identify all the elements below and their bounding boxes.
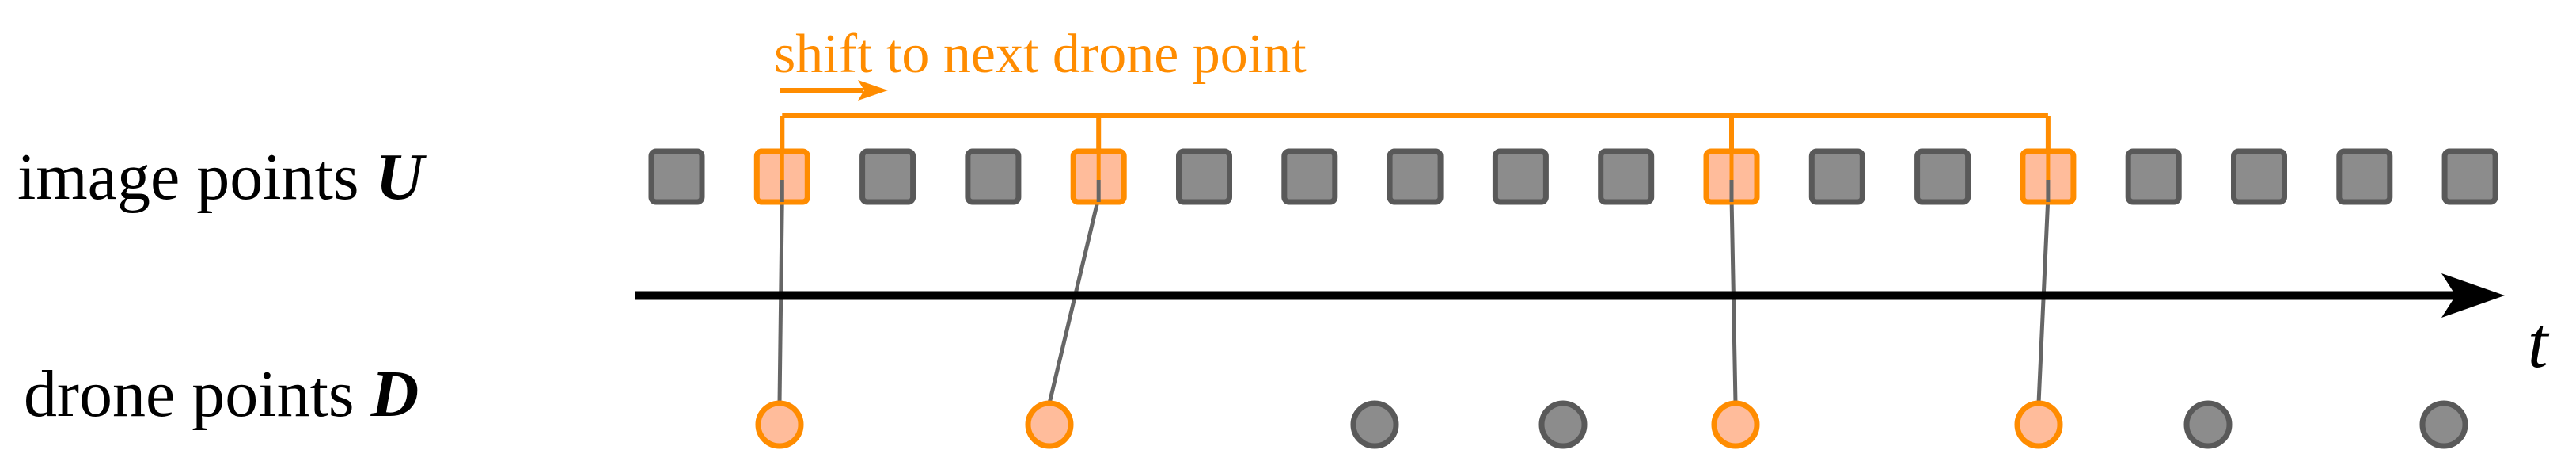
connector-line <box>2036 196 2051 404</box>
image-point <box>1492 148 1549 205</box>
image-point <box>2231 148 2287 205</box>
image-point <box>2125 148 2182 205</box>
image-points-symbol: U <box>375 140 424 214</box>
image-point <box>1281 148 1338 205</box>
image-point <box>1914 148 1971 205</box>
shift-arrow-head <box>858 80 888 101</box>
shift-arrow <box>780 80 888 101</box>
drone-point-highlighted <box>755 400 804 449</box>
connector-line <box>1729 196 1738 404</box>
image-points-prefix: image points <box>17 140 359 214</box>
connector-line <box>777 196 784 404</box>
time-axis <box>635 273 2505 318</box>
image-point <box>2441 148 2498 205</box>
drone-points-symbol: D <box>370 357 419 431</box>
image-point-row <box>648 148 2498 205</box>
image-points-label: image points U <box>17 144 423 211</box>
drone-point <box>1350 400 1399 449</box>
drone-point-row <box>755 400 2468 449</box>
image-point <box>1808 148 1865 205</box>
connector-line <box>1047 196 1101 404</box>
drone-point-highlighted <box>1711 400 1760 449</box>
image-point <box>1598 148 1655 205</box>
image-point <box>648 148 705 205</box>
drone-point <box>2183 400 2233 449</box>
drone-point-highlighted <box>2014 400 2063 449</box>
time-axis-label: t <box>2528 302 2548 383</box>
drone-points-label: drone points D <box>24 361 419 428</box>
image-point <box>859 148 916 205</box>
image-point <box>965 148 1022 205</box>
drone-point <box>2419 400 2468 449</box>
time-axis-arrowhead <box>2441 273 2505 318</box>
drone-point <box>1538 400 1588 449</box>
shift-caption: shift to next drone point <box>774 24 1307 85</box>
image-point <box>2336 148 2393 205</box>
image-point <box>1176 148 1232 205</box>
drone-points-prefix: drone points <box>24 357 355 431</box>
connector-lines <box>777 196 2051 404</box>
drone-point-highlighted <box>1025 400 1074 449</box>
image-point <box>1387 148 1444 205</box>
